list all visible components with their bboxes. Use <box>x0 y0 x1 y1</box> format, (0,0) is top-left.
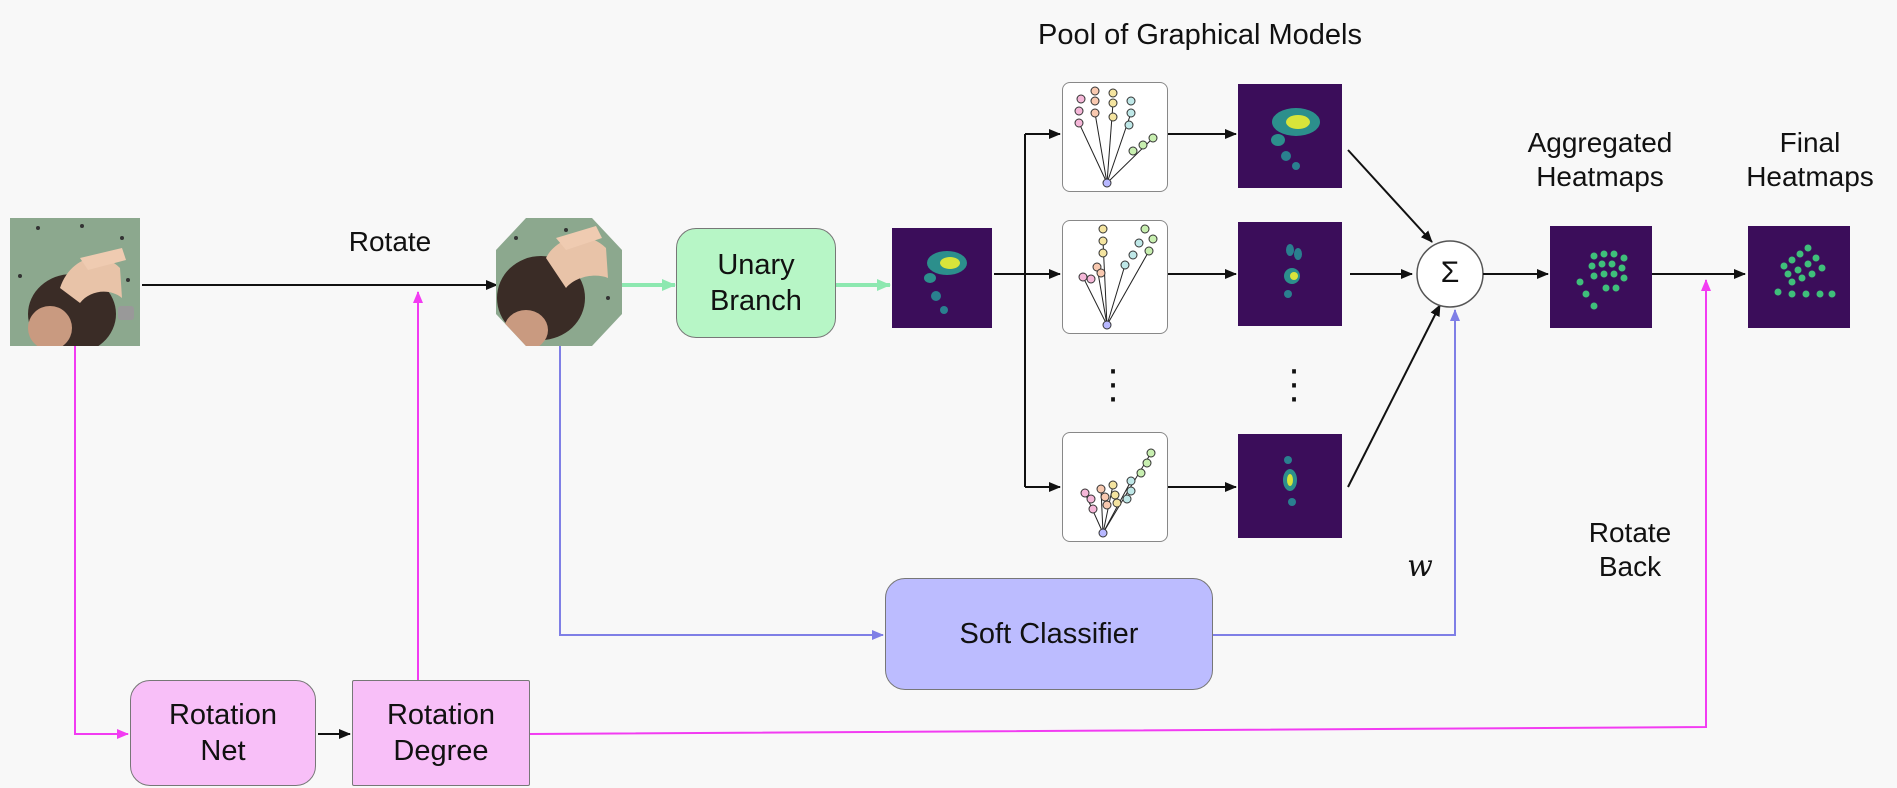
arrow-rotated-to-soft-classifier <box>559 345 884 640</box>
aggregated-heatmap <box>1550 226 1652 328</box>
hand-photo-icon <box>10 218 140 346</box>
arrow-soft-classifier-to-sum <box>1213 309 1460 636</box>
rotated-photo-icon <box>496 218 622 346</box>
unary-branch-box: Unary Branch <box>676 228 836 338</box>
graph-model-icon <box>1078 224 1158 330</box>
arrow-heat1-to-sum <box>1347 149 1433 243</box>
pool-title: Pool of Graphical Models <box>1038 19 1362 51</box>
input-hand-image <box>10 218 140 346</box>
heatmap-icon <box>1748 226 1850 328</box>
pool-heatmap-3 <box>1238 434 1342 538</box>
pool-heatmap-2 <box>1238 222 1342 326</box>
rotate-back-label: Rotate Back <box>1588 517 1672 582</box>
rotation-net-box: Rotation Net <box>130 680 316 786</box>
aggregated-label: Aggregated Heatmaps <box>1527 127 1673 192</box>
heatmap-icon <box>892 228 992 328</box>
graph-model-icon <box>1080 448 1156 538</box>
arrow-rotdeg-to-rotate-back <box>529 279 1711 735</box>
heatmap-icon <box>1238 84 1342 188</box>
soft-classifier-box: Soft Classifier <box>885 578 1213 690</box>
graph-model-icon <box>1074 86 1158 188</box>
rotation-degree-box: Rotation Degree <box>352 680 530 786</box>
final-heatmap <box>1748 226 1850 328</box>
heatmap-icon <box>1238 434 1342 538</box>
pool-heatmap-1 <box>1238 84 1342 188</box>
rotated-hand-image <box>496 218 622 346</box>
heatmap-icon <box>1238 222 1342 326</box>
arrow-heat3-to-sum <box>1347 304 1441 488</box>
graphical-model-card-3 <box>1062 432 1168 542</box>
weight-label: w <box>1407 549 1433 584</box>
graphical-model-card-2 <box>1062 220 1168 334</box>
unary-heatmap <box>892 228 992 328</box>
graphical-model-card-1 <box>1062 82 1168 192</box>
arrow-input-to-rotation-net <box>74 345 129 739</box>
heatmap-icon <box>1550 226 1652 328</box>
rotate-label: Rotate <box>348 226 432 257</box>
final-label: Final Heatmaps <box>1746 127 1874 192</box>
ellipsis-cards: ··· <box>1106 347 1120 419</box>
sum-symbol: Σ <box>1440 256 1460 289</box>
ellipsis-heatmaps: ··· <box>1287 347 1301 419</box>
